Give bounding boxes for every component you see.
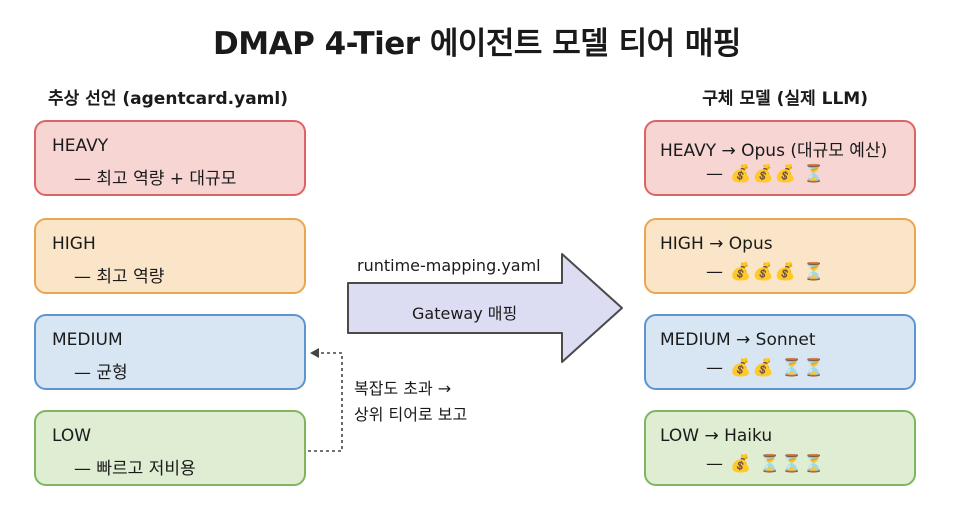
model-mapping: HEAVY → Opus (대규모 예산) [660,141,888,161]
model-mapping: HIGH → Opus [660,234,773,254]
escalation-line-2: 상위 티어로 보고 [354,405,468,424]
abstract-tier-low: LOW — 빠르고 저비용 [34,410,306,486]
escalation-line-1: 복잡도 초과 → [354,379,452,398]
tier-name: HEAVY [52,136,109,156]
model-mapping: MEDIUM → Sonnet [660,330,816,350]
cost-latency-icons: — 💰💰💰 ⏳ [706,164,826,184]
gateway-mapping-label: Gateway 매핑 [412,304,518,323]
concrete-tier-low: LOW → Haiku — 💰 ⏳⏳⏳ [644,410,916,486]
abstract-tier-heavy: HEAVY — 최고 역량 + 대규모 [34,120,306,196]
concrete-tier-high: HIGH → Opus — 💰💰💰 ⏳ [644,218,916,294]
cost-latency-icons: — 💰💰 ⏳⏳ [706,358,826,378]
diagram-title: DMAP 4-Tier 에이전트 모델 티어 매핑 [213,26,741,62]
tier-description: — 균형 [74,363,128,383]
tier-description: — 빠르고 저비용 [74,459,196,479]
concrete-tier-heavy: HEAVY → Opus (대규모 예산) — 💰💰💰 ⏳ [644,120,916,196]
tier-description: — 최고 역량 + 대규모 [74,169,237,189]
abstract-tier-medium: MEDIUM — 균형 [34,314,306,390]
left-column-header: 추상 선언 (agentcard.yaml) [48,89,288,109]
right-column-header: 구체 모델 (실제 LLM) [702,89,868,109]
concrete-tier-medium: MEDIUM → Sonnet — 💰💰 ⏳⏳ [644,314,916,390]
gateway-mapping-arrow [347,253,623,363]
abstract-tier-high: HIGH — 최고 역량 [34,218,306,294]
escalation-arrow [308,348,343,452]
mapping-file-label: runtime-mapping.yaml [357,256,541,275]
tier-name: MEDIUM [52,330,123,350]
tier-name: HIGH [52,234,96,254]
model-mapping: LOW → Haiku [660,426,773,446]
cost-latency-icons: — 💰 ⏳⏳⏳ [706,454,826,474]
cost-latency-icons: — 💰💰💰 ⏳ [706,262,826,282]
tier-name: LOW [52,426,92,446]
tier-description: — 최고 역량 [74,267,165,287]
escalation-note: 복잡도 초과 → 상위 티어로 보고 [354,376,467,428]
